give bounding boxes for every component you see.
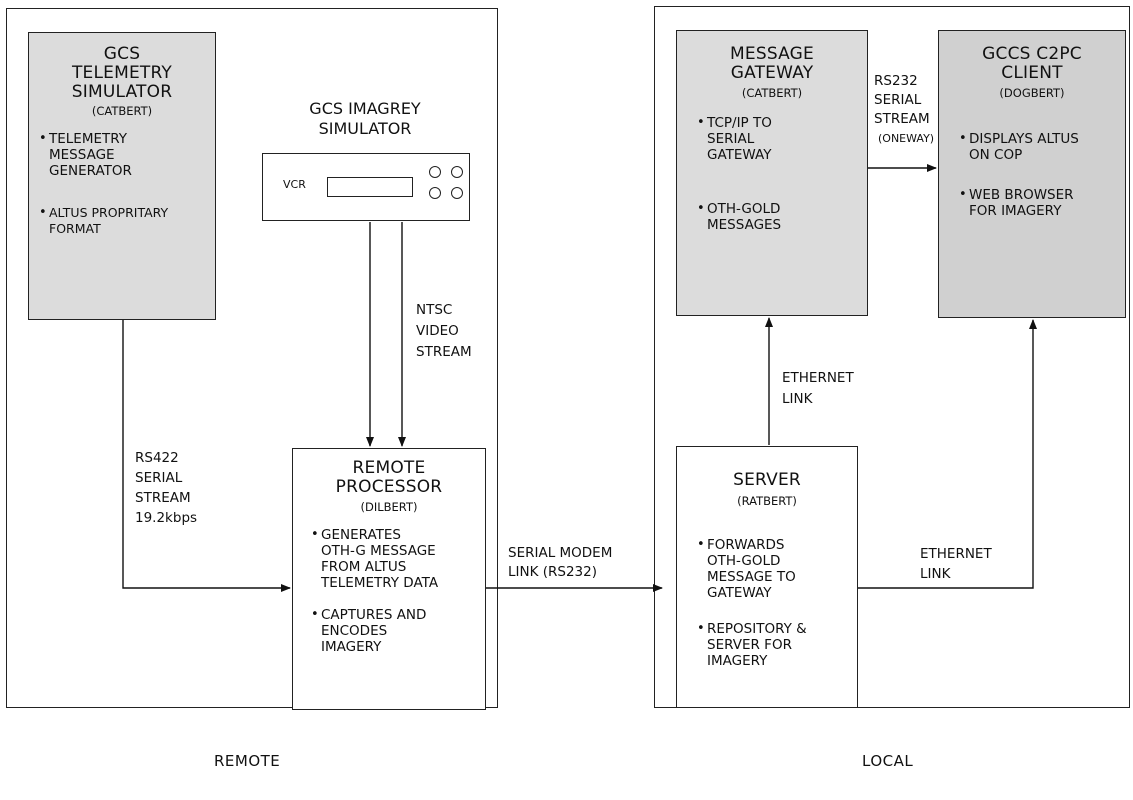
vcr-display-slot: [327, 177, 413, 197]
gccs-client-bullet-1: • DISPLAYS ALTUS ON COP: [959, 131, 1079, 163]
telemetry-bullet-1: • TELEMETRY MESSAGE GENERATOR: [39, 131, 132, 179]
ethernet-up-label: ETHERNET LINK: [782, 370, 854, 407]
ethernet-right-connector: [858, 319, 1037, 589]
telemetry-simulator-subtitle: (CATBERT): [91, 104, 153, 118]
server-title: SERVER: [733, 470, 801, 490]
remote-processor-subtitle: (DILBERT): [360, 500, 418, 514]
imagery-simulator-title: GCS IMAGREY SIMULATOR: [309, 99, 421, 138]
message-gateway-bullet-2: • OTH-GOLD MESSAGES: [697, 201, 782, 233]
vcr-knob-icon: [429, 166, 441, 178]
message-gateway-box: MESSAGE GATEWAY (CATBERT) • TCP/IP TO SE…: [676, 30, 868, 316]
remote-processor-box: REMOTE PROCESSOR (DILBERT) • GENERATES O…: [292, 448, 486, 710]
server-box: SERVER (RATBERT) • FORWARDS OTH-GOLD MES…: [676, 446, 858, 708]
server-bullet-1: • FORWARDS OTH-GOLD MESSAGE TO GATEWAY: [697, 537, 796, 601]
remote-processor-bullet-2: • CAPTURES AND ENCODES IMAGERY: [311, 607, 427, 655]
server-subtitle: (RATBERT): [737, 494, 797, 508]
ntsc-video-label: NTSC VIDEO STREAM: [416, 302, 472, 360]
message-gateway-subtitle: (CATBERT): [741, 86, 803, 100]
gccs-client-subtitle: (DOGBERT): [999, 86, 1065, 100]
remote-processor-title: REMOTE PROCESSOR: [335, 458, 443, 497]
remote-region-frame: [6, 8, 498, 708]
server-bullet-2: • REPOSITORY & SERVER FOR IMAGERY: [697, 621, 807, 669]
telemetry-simulator-title: GCS TELEMETRY SIMULATOR: [71, 44, 173, 102]
remote-processor-bullet-1: • GENERATES OTH-G MESSAGE FROM ALTUS TEL…: [311, 527, 439, 591]
vcr-knob-icon: [451, 166, 463, 178]
rs232-oneway-label: (ONEWAY): [878, 132, 935, 145]
serial-modem-label: SERIAL MODEM LINK (RS232): [508, 545, 613, 580]
local-region-label: LOCAL: [862, 752, 914, 770]
gccs-client-bullet-2: • WEB BROWSER FOR IMAGERY: [959, 187, 1074, 219]
telemetry-simulator-box: GCS TELEMETRY SIMULATOR (CATBERT) • TELE…: [28, 32, 216, 320]
gccs-client-title: GCCS C2PC CLIENT: [982, 44, 1082, 83]
message-gateway-title: MESSAGE GATEWAY: [730, 44, 814, 83]
local-region-frame: [654, 6, 1130, 708]
rs422-label: RS422 SERIAL STREAM 19.2kbps: [135, 450, 198, 526]
gccs-client-box: GCCS C2PC CLIENT (DOGBERT) • DISPLAYS AL…: [938, 30, 1126, 318]
vcr-device: VCR: [262, 153, 470, 221]
vcr-knob-icon: [451, 187, 463, 199]
rs232-label: RS232 SERIAL STREAM: [874, 73, 930, 127]
remote-region-label: REMOTE: [214, 752, 281, 770]
ethernet-right-label: ETHERNET LINK: [920, 546, 992, 582]
message-gateway-bullet-1: • TCP/IP TO SERIAL GATEWAY: [697, 115, 772, 163]
telemetry-bullet-2: • ALTUS PROPRITARY FORMAT: [39, 205, 169, 236]
rs422-connector: [122, 320, 291, 592]
vcr-knob-icon: [429, 187, 441, 199]
vcr-label: VCR: [283, 178, 306, 191]
